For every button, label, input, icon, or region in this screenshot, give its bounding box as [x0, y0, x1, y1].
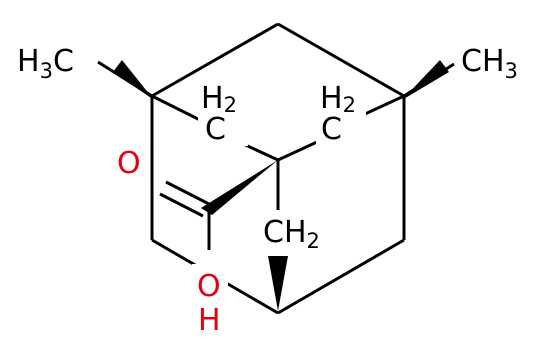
- bond-top-to-bridgehead-right: [277, 22, 405, 98]
- wedge-bottom-bridgehead: [268, 256, 288, 311]
- bond-co-double-2: [159, 192, 204, 218]
- methyl-right-label: CH3: [461, 44, 518, 83]
- hydroxyl-hydrogen-label: H: [198, 303, 221, 338]
- methyl-left-label: H3C: [17, 44, 74, 83]
- wedge-layer: [113, 60, 449, 311]
- bond-bottom-right-to-bottom: [277, 238, 405, 315]
- bond-left-to-ch2-left: [151, 94, 201, 122]
- wedge-carboxyl: [201, 160, 278, 215]
- hydroxyl-oxygen-label: O: [197, 269, 221, 304]
- bond-co-double-1: [165, 180, 210, 206]
- ch2-right-carbon: C: [321, 112, 342, 147]
- ch2-bottom-label: CH2: [263, 215, 320, 253]
- label-masks: [112, 84, 366, 342]
- ch2-right-hydrogens: H2: [320, 81, 356, 117]
- bond-bridgehead-left-to-top: [151, 22, 279, 98]
- wedge-methyl-left: [113, 60, 154, 100]
- carbonyl-oxygen-label: O: [117, 146, 141, 181]
- ch2-left-carbon: C: [205, 112, 226, 147]
- atom-labels: H3C CH3 H2 C H2 C CH2 O O H: [17, 44, 518, 338]
- wedge-methyl-right: [402, 60, 449, 100]
- ch2-left-hydrogens: H2: [201, 81, 237, 117]
